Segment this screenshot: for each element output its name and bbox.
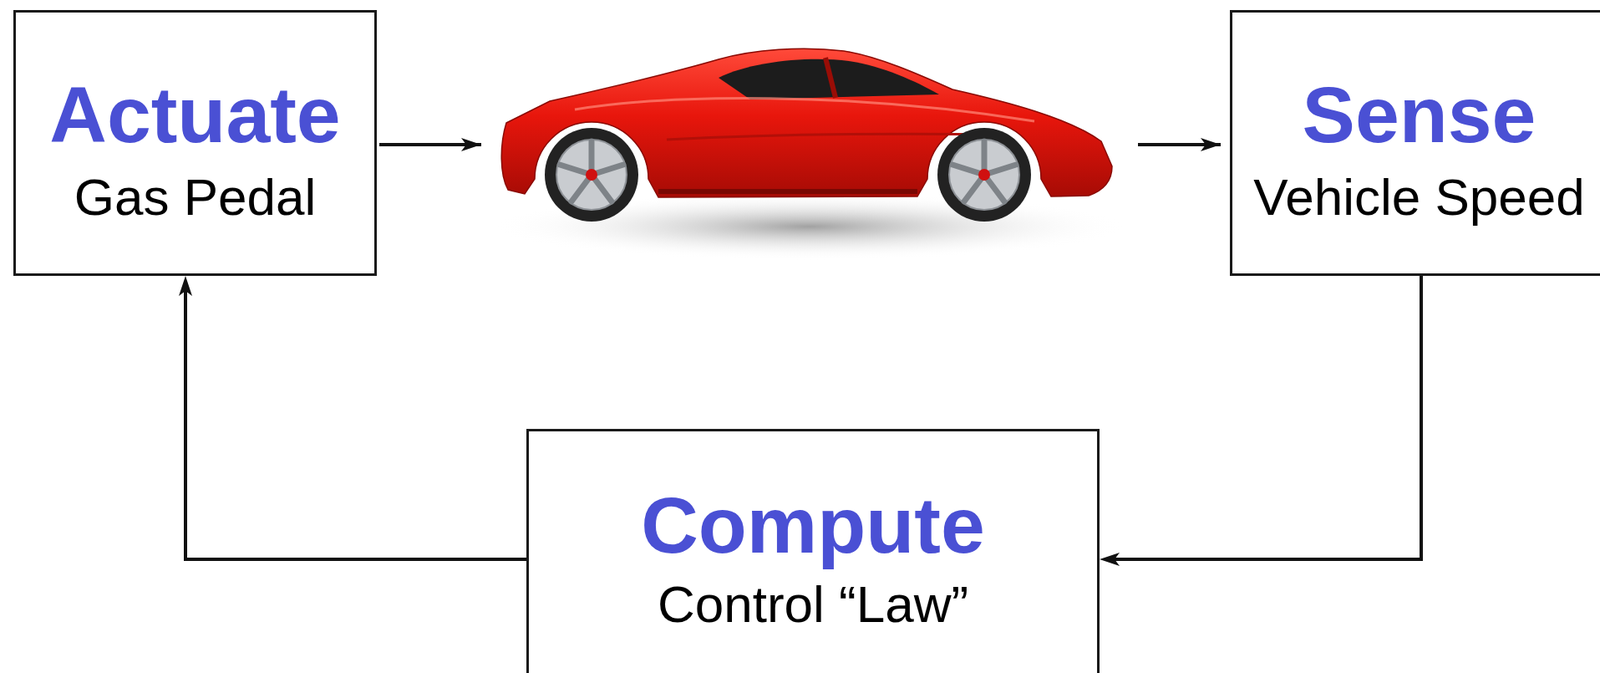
actuate-box: ActuateGas Pedal — [13, 10, 377, 276]
box-subtitle: Control “Law” — [657, 575, 969, 633]
box-heading: Compute — [640, 481, 986, 569]
arrowhead — [1099, 552, 1120, 566]
rear-wheel — [544, 127, 639, 222]
compute-box: ComputeControl “Law” — [526, 428, 1100, 673]
box-subtitle: Vehicle Speed — [1253, 168, 1585, 226]
sense-box: SenseVehicle Speed — [1229, 10, 1600, 276]
front-wheel — [937, 127, 1032, 222]
car-sill — [658, 188, 918, 194]
box-subtitle: Gas Pedal — [74, 168, 317, 226]
box-heading: Sense — [1302, 71, 1537, 159]
arrow-from-car — [1137, 142, 1221, 147]
feedback-connector — [1106, 275, 1422, 559]
box-heading: Actuate — [49, 71, 341, 159]
arrow-to-car — [379, 142, 482, 147]
car-window-pillar — [825, 57, 836, 98]
feedback-connector — [185, 282, 527, 559]
red-sports-car — [491, 48, 1127, 260]
car-highlight — [574, 98, 1035, 122]
arrowhead — [178, 275, 193, 296]
car-side-line — [666, 133, 1001, 140]
